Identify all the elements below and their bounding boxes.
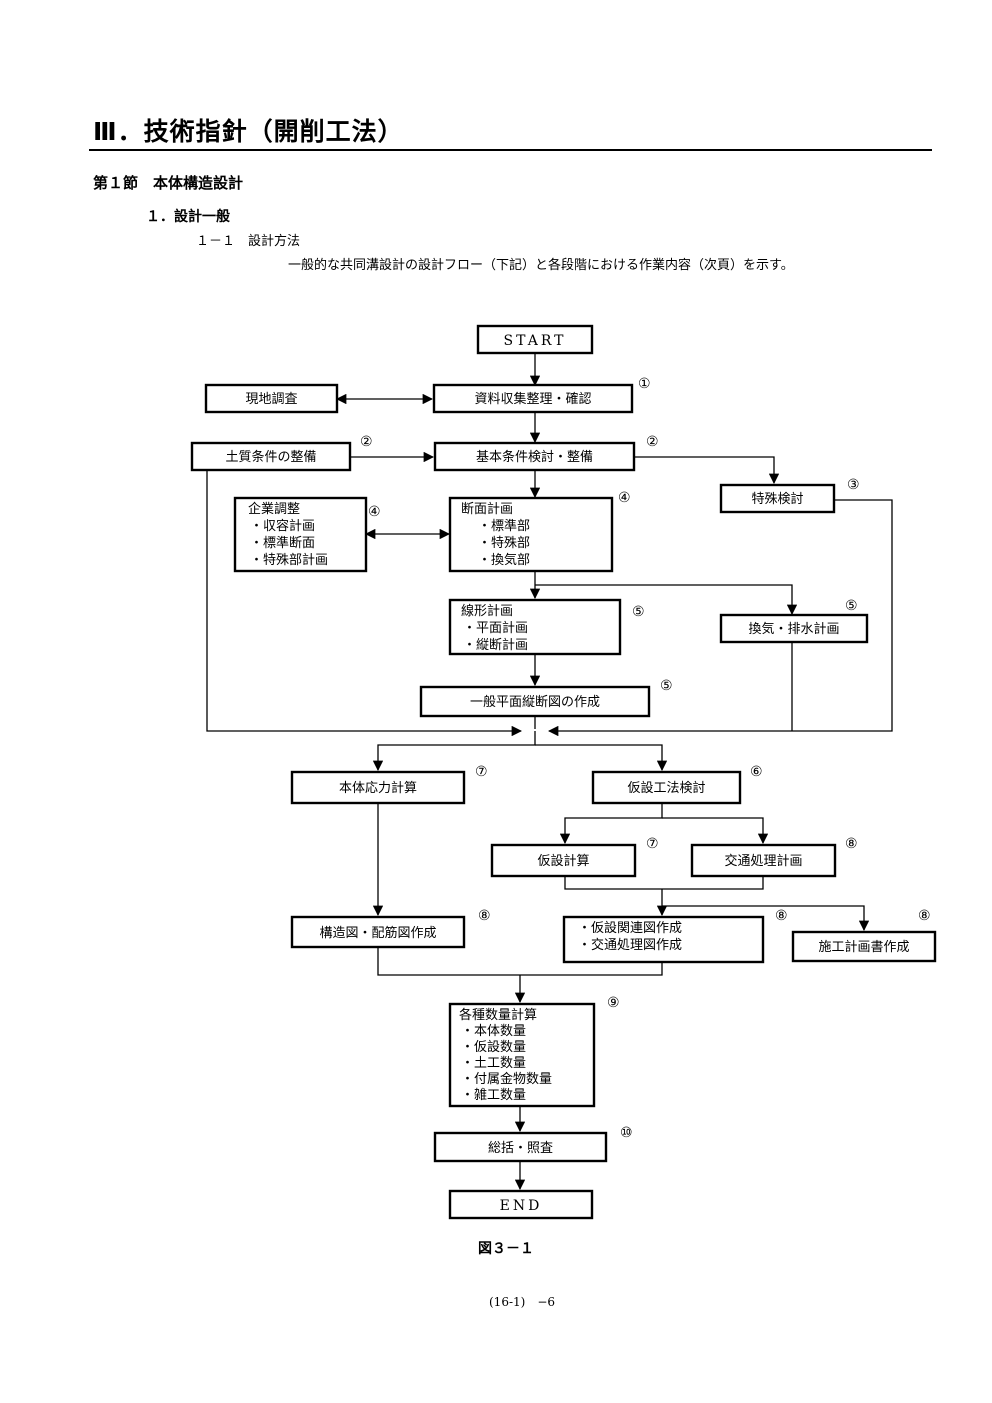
subsection-heading: １．設計一般 bbox=[146, 209, 230, 225]
coordination-box: 企業調整 ・収容計画 ・標準断面 ・特殊部計画 ④ bbox=[233, 496, 381, 573]
temp-drawings-box: ・仮設関連図作成 ・交通処理図作成 ⑧ bbox=[562, 908, 788, 964]
flow-connectors bbox=[206, 353, 893, 1191]
section-plan-line: ・換気部 bbox=[478, 552, 530, 568]
special-study-num: ③ bbox=[847, 477, 860, 493]
structure-drawing-box: 構造図・配筋図作成 ⑧ bbox=[290, 908, 491, 949]
temp-drawings-line: ・交通処理図作成 bbox=[578, 937, 682, 953]
coordination-line: ・特殊部計画 bbox=[250, 552, 328, 568]
section-plan-line: ・標準部 bbox=[478, 518, 530, 534]
quantity-calc-line: ・仮設数量 bbox=[461, 1039, 526, 1055]
stress-calc-label: 本体応力計算 bbox=[339, 780, 417, 796]
summary-label: 総括・照査 bbox=[488, 1141, 553, 1156]
page-number: (16-1) −6 bbox=[489, 1295, 556, 1309]
ventilation-plan-label: 換気・排水計画 bbox=[748, 621, 839, 637]
quantity-calc-line: 各種数量計算 bbox=[459, 1007, 537, 1023]
field-survey-label: 現地調査 bbox=[245, 392, 297, 407]
coordination-line: ・収容計画 bbox=[250, 518, 315, 534]
temp-method-box: 仮設工法検討 ⑥ bbox=[591, 764, 763, 805]
coordination-line: 企業調整 bbox=[248, 501, 300, 517]
intro-paragraph: 一般的な共同溝設計の設計フロー（下記）と各段階における作業内容（次頁）を示す。 bbox=[288, 258, 794, 273]
section-plan-line: 断面計画 bbox=[461, 501, 513, 517]
soil-conditions-num: ② bbox=[360, 434, 373, 450]
field-survey-box: 現地調査 bbox=[204, 383, 339, 414]
quantity-calc-line: ・土工数量 bbox=[461, 1056, 526, 1071]
soil-conditions-label: 土質条件の整備 bbox=[225, 449, 316, 465]
start-label: START bbox=[504, 333, 567, 349]
structure-drawing-num: ⑧ bbox=[478, 908, 491, 924]
temp-drawings-num: ⑧ bbox=[775, 908, 788, 924]
data-collection-label: 資料収集整理・確認 bbox=[474, 391, 591, 407]
general-drawing-box: 一般平面縦断図の作成 ⑤ bbox=[419, 678, 673, 718]
alignment-plan-line: ・平面計画 bbox=[463, 620, 528, 636]
special-study-box: 特殊検討 ③ bbox=[719, 477, 860, 514]
end-node: END bbox=[448, 1189, 594, 1220]
page-title: Ⅲ．技術指針（開削工法） bbox=[93, 117, 404, 146]
quantity-calc-line: ・付属金物数量 bbox=[461, 1071, 552, 1087]
data-collection-num: ① bbox=[638, 376, 651, 392]
coordination-num: ④ bbox=[368, 504, 381, 520]
quantity-calc-num: ⑨ bbox=[607, 995, 620, 1011]
title-rule bbox=[89, 149, 932, 151]
structure-drawing-label: 構造図・配筋図作成 bbox=[319, 925, 436, 941]
section-heading: 第１節 本体構造設計 bbox=[93, 174, 244, 192]
temp-calc-label: 仮設計算 bbox=[537, 853, 589, 869]
section-plan-box: 断面計画 ・標準部 ・特殊部 ・換気部 ④ bbox=[448, 490, 631, 573]
alignment-plan-line: ・縦断計画 bbox=[463, 637, 528, 653]
basic-conditions-num: ② bbox=[646, 434, 659, 450]
temp-drawings-line: ・仮設関連図作成 bbox=[578, 920, 682, 936]
traffic-plan-label: 交通処理計画 bbox=[724, 853, 802, 869]
stress-calc-num: ⑦ bbox=[475, 764, 488, 780]
traffic-plan-num: ⑧ bbox=[845, 836, 858, 852]
alignment-plan-num: ⑤ bbox=[632, 604, 645, 620]
traffic-plan-box: 交通処理計画 ⑧ bbox=[690, 836, 858, 878]
temp-calc-box: 仮設計算 ⑦ bbox=[490, 836, 659, 878]
general-drawing-label: 一般平面縦断図の作成 bbox=[470, 694, 600, 710]
summary-box: 総括・照査 ⑩ bbox=[433, 1125, 633, 1163]
alignment-plan-line: 線形計画 bbox=[461, 603, 513, 619]
basic-conditions-label: 基本条件検討・整備 bbox=[476, 449, 593, 465]
stress-calc-box: 本体応力計算 ⑦ bbox=[290, 764, 488, 805]
special-study-label: 特殊検討 bbox=[751, 491, 803, 507]
quantity-calc-box: 各種数量計算 ・本体数量 ・仮設数量 ・土工数量 ・付属金物数量 ・雑工数量 ⑨ bbox=[448, 995, 620, 1108]
item-heading: １－１ 設計方法 bbox=[196, 234, 301, 249]
ventilation-plan-box: 換気・排水計画 ⑤ bbox=[719, 598, 869, 644]
figure-caption: 図３－１ bbox=[478, 1241, 534, 1257]
temp-method-num: ⑥ bbox=[750, 764, 763, 780]
temp-calc-num: ⑦ bbox=[646, 836, 659, 852]
section-plan-num: ④ bbox=[618, 490, 631, 506]
quantity-calc-line: ・雑工数量 bbox=[461, 1087, 526, 1103]
construction-plan-num: ⑧ bbox=[918, 908, 931, 924]
ventilation-plan-num: ⑤ bbox=[845, 598, 858, 614]
temp-method-label: 仮設工法検討 bbox=[627, 780, 705, 796]
construction-plan-label: 施工計画書作成 bbox=[818, 939, 909, 955]
quantity-calc-line: ・本体数量 bbox=[461, 1024, 526, 1039]
soil-conditions-box: 土質条件の整備 ② bbox=[190, 434, 373, 472]
construction-plan-box: 施工計画書作成 ⑧ bbox=[791, 908, 937, 963]
coordination-line: ・標準断面 bbox=[250, 535, 315, 551]
general-drawing-num: ⑤ bbox=[660, 678, 673, 694]
alignment-plan-box: 線形計画 ・平面計画 ・縦断計画 ⑤ bbox=[448, 598, 645, 656]
end-label: END bbox=[500, 1198, 543, 1214]
summary-num: ⑩ bbox=[620, 1125, 633, 1141]
basic-conditions-box: 基本条件検討・整備 ② bbox=[433, 434, 659, 472]
section-plan-line: ・特殊部 bbox=[478, 536, 530, 551]
data-collection-box: 資料収集整理・確認 ① bbox=[432, 376, 651, 414]
start-node: START bbox=[476, 324, 594, 355]
